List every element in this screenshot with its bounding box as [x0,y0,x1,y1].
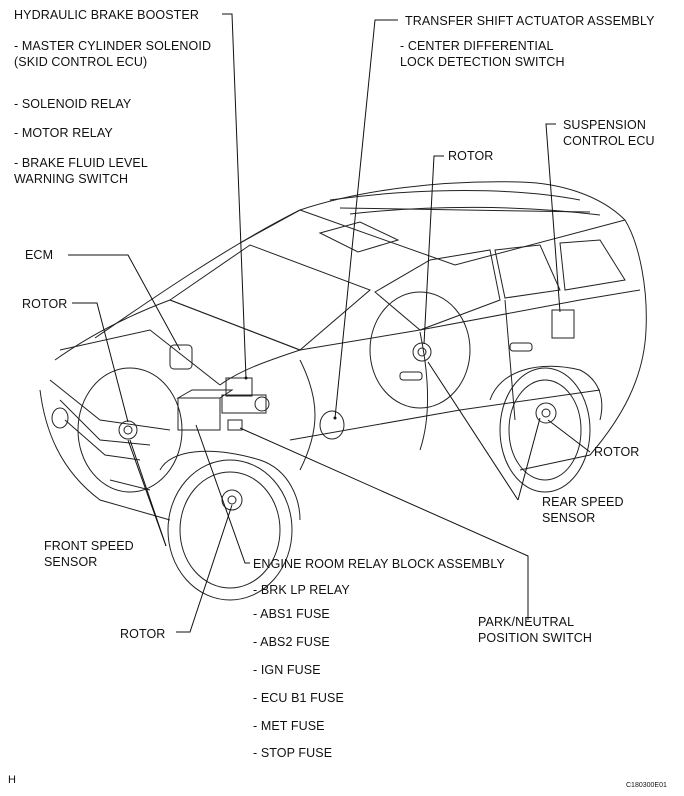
label-front-speed-sensor: FRONT SPEED SENSOR [44,539,134,569]
relay-item: - MET FUSE [253,719,325,733]
label-rotor-rear-right: ROTOR [594,445,640,459]
relay-item: - ECU B1 FUSE [253,691,344,705]
label-engine-room-relay-block: ENGINE ROOM RELAY BLOCK ASSEMBLY [253,557,505,571]
label-brake-fluid-switch: - BRAKE FLUID LEVEL WARNING SWITCH [14,156,148,186]
label-solenoid-relay: - SOLENOID RELAY [14,97,132,111]
label-rotor-rear-top: ROTOR [448,149,494,163]
relay-item: - BRK LP RELAY [253,583,350,597]
relay-item: - ABS1 FUSE [253,607,330,621]
label-ecm: ECM [25,248,54,262]
label-master-cylinder-solenoid: - MASTER CYLINDER SOLENOID (SKID CONTROL… [14,39,212,69]
label-hydraulic-brake-booster: HYDRAULIC BRAKE BOOSTER [14,8,199,22]
corner-mark: H [8,774,16,786]
label-rear-speed-sensor: REAR SPEED SENSOR [542,495,624,525]
vehicle-illustration [39,181,647,601]
label-rotor-front-bottom: ROTOR [120,627,166,641]
label-center-differential: - CENTER DIFFERENTIAL LOCK DETECTION SWI… [400,39,565,69]
label-park-neutral-switch: PARK/NEUTRAL POSITION SWITCH [478,615,592,645]
label-motor-relay: - MOTOR RELAY [14,126,113,140]
leader-lines [68,13,591,633]
relay-item: - STOP FUSE [253,746,333,760]
relay-item: - ABS2 FUSE [253,635,330,649]
relay-item: - IGN FUSE [253,663,321,677]
label-suspension-control-ecu: SUSPENSION CONTROL ECU [563,118,655,148]
label-rotor-front-left: ROTOR [22,297,68,311]
label-transfer-shift-actuator: TRANSFER SHIFT ACTUATOR ASSEMBLY [405,14,655,28]
figure-code: C180300E01 [626,782,667,789]
